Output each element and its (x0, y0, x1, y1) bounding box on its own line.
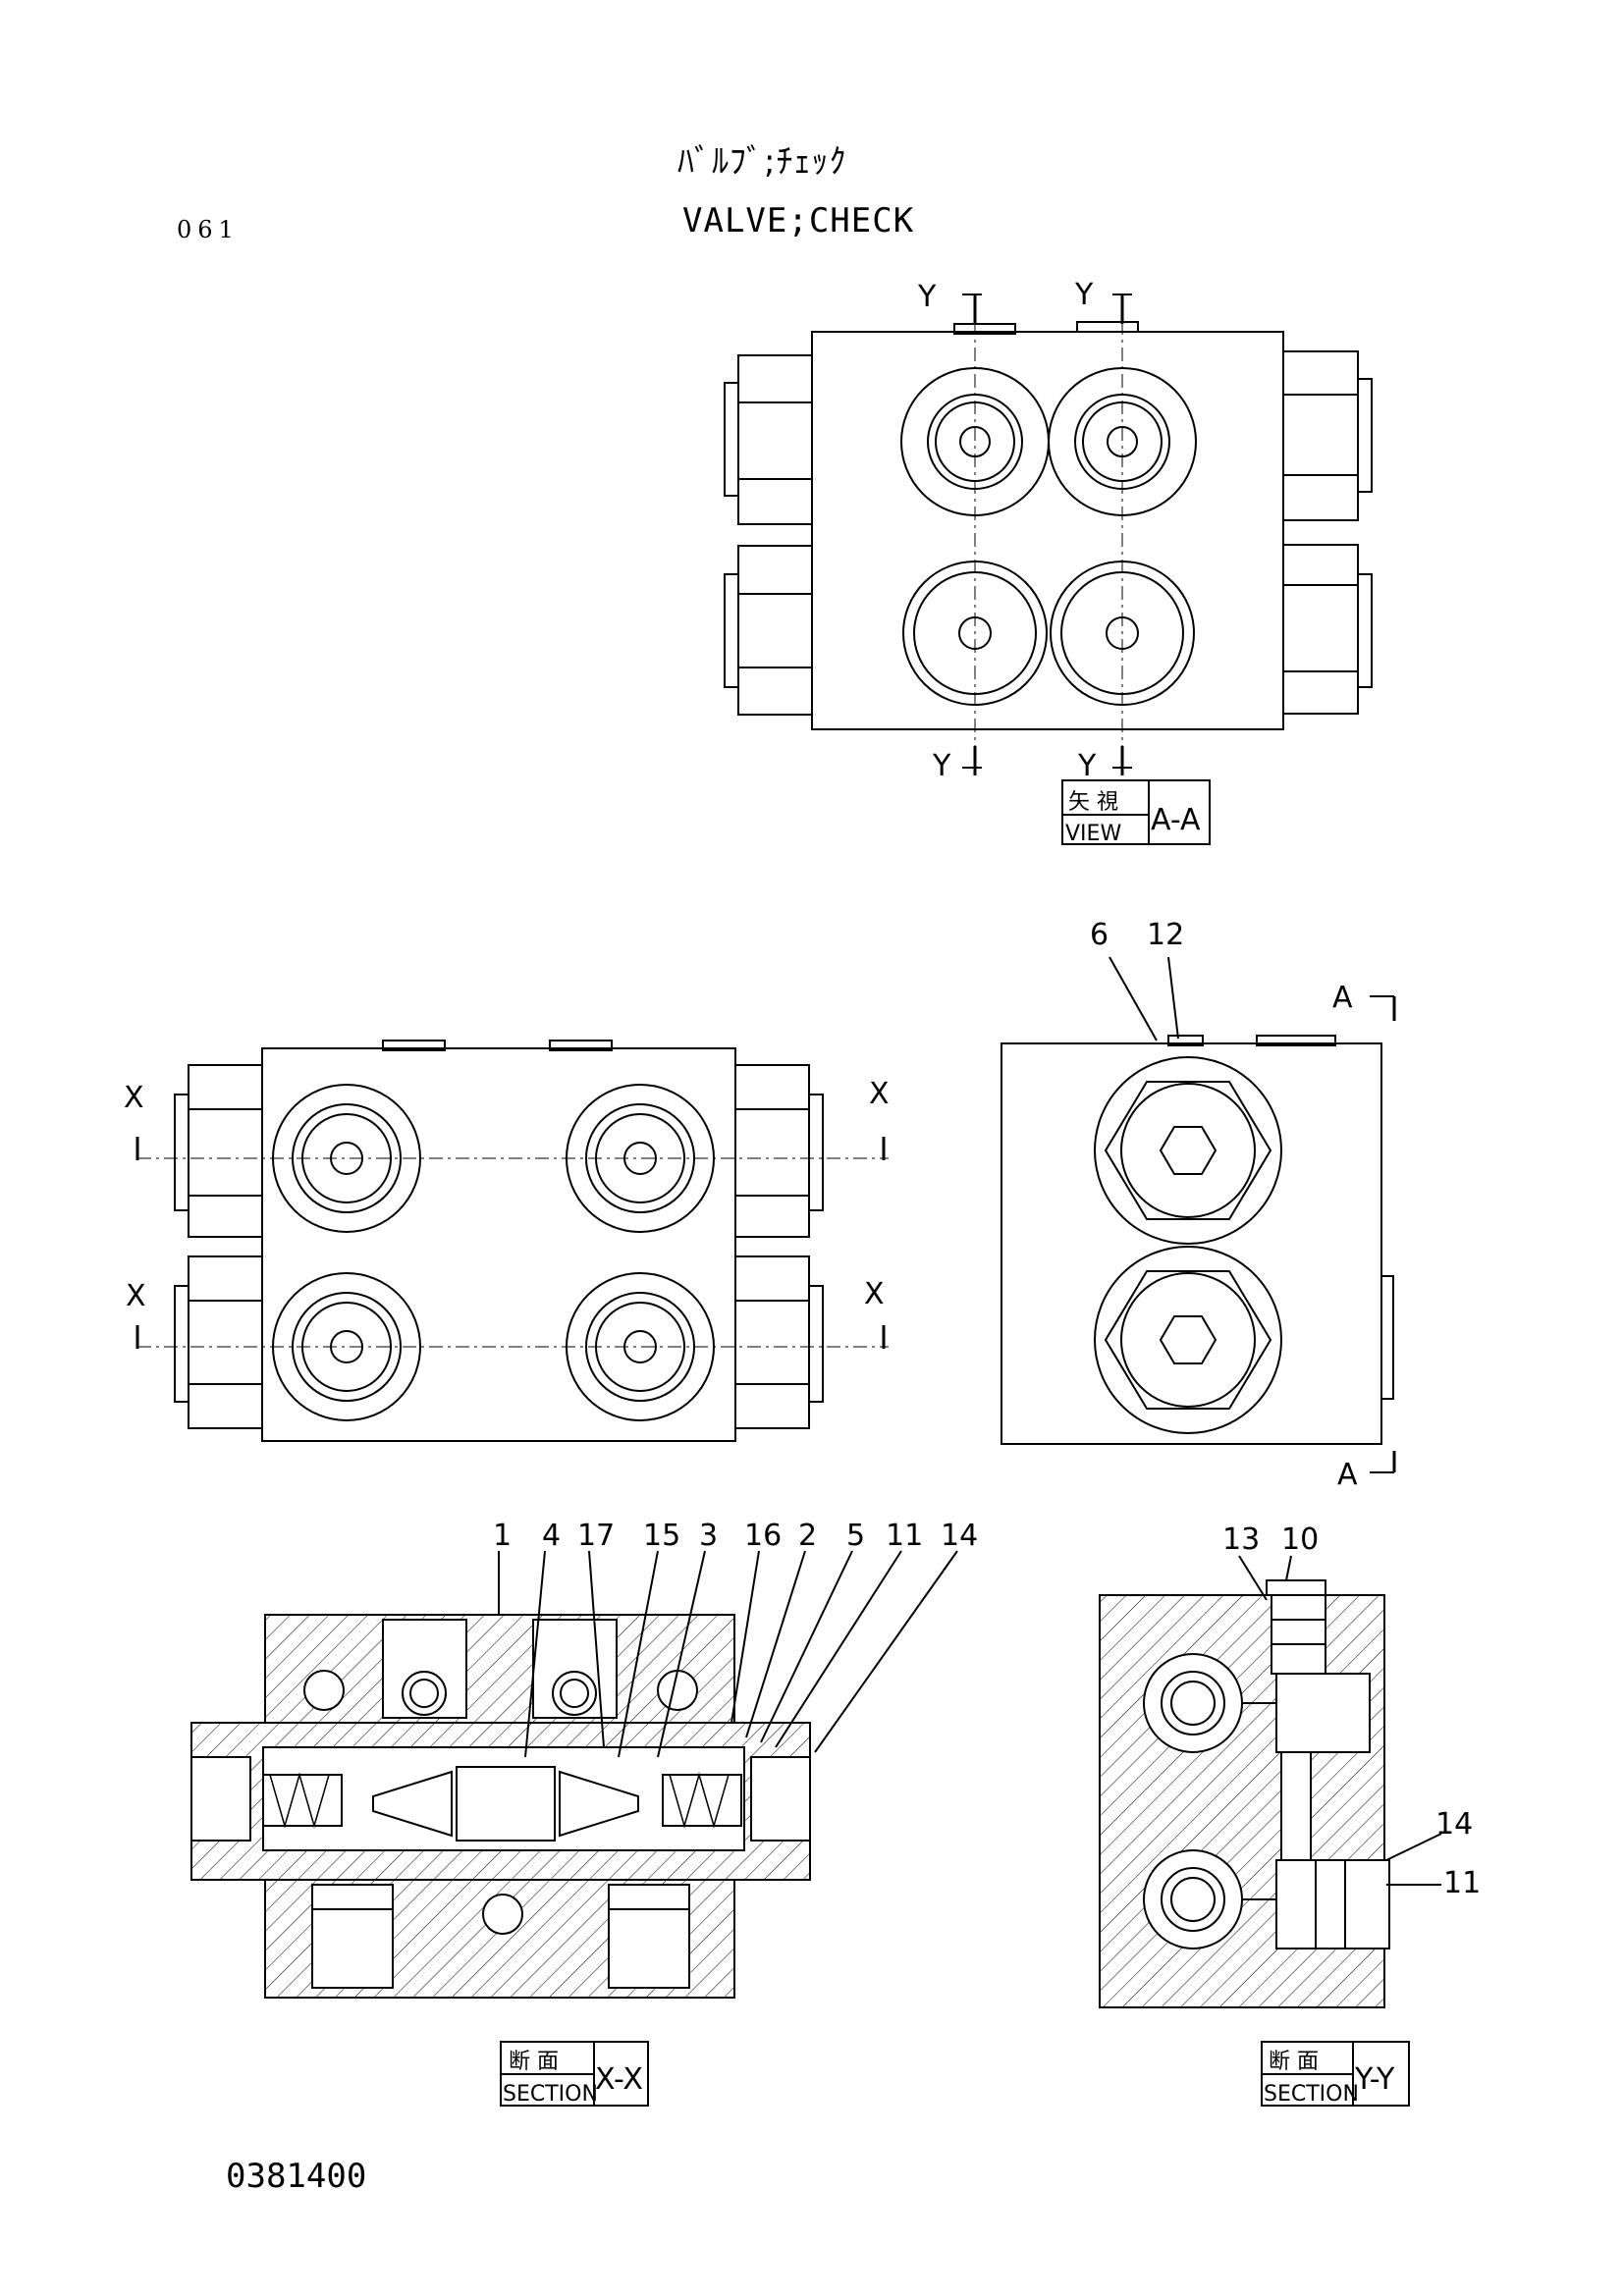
section-mark-y: Y (932, 749, 951, 783)
front-view-drawing: X X X X (124, 1040, 890, 1442)
part-label: 6 (1090, 918, 1109, 952)
part-label: 14 (1435, 1807, 1473, 1842)
section-xx-caption: 断 面 SECTION X-X (500, 2041, 649, 2107)
section-mark-y: Y (917, 280, 937, 314)
page-number: 061 (177, 216, 240, 243)
part-label: 12 (1147, 918, 1184, 952)
section-mark-x: X (864, 1277, 885, 1311)
view-mark-a: A (1332, 981, 1353, 1015)
drawing-title-japanese: ﾊﾞﾙﾌﾞ;ﾁｪｯｸ (677, 142, 847, 182)
section-mark-y: Y (1077, 749, 1097, 783)
part-label: 2 (798, 1519, 817, 1553)
section-xx-drawing: 1 4 17 15 3 16 2 5 11 14 断 面 SECTION X-X (190, 1519, 978, 2107)
part-label: 11 (1443, 1866, 1481, 1900)
drawing-title: VALVE;CHECK (682, 201, 915, 240)
part-label: 17 (577, 1519, 615, 1553)
part-label: 13 (1222, 1522, 1260, 1557)
section-yy-drawing: 13 10 14 11 断 面 SECTION Y-Y (1099, 1522, 1481, 2107)
part-label: 3 (699, 1519, 718, 1553)
view-aa-caption: 矢 視 VIEW A-A (1061, 779, 1211, 846)
section-caption-japanese: 断 面 (509, 2050, 559, 2074)
side-view-drawing: 6 12 A A (1001, 918, 1396, 1492)
view-aa-drawing: Y Y Y Y 矢 視 VIEW A-A (724, 278, 1373, 846)
part-label: 10 (1281, 1522, 1319, 1557)
section-mark-x: X (126, 1279, 146, 1313)
part-label: 11 (886, 1519, 923, 1553)
section-caption-japanese: 断 面 (1269, 2050, 1319, 2074)
section-mark-x: X (869, 1077, 890, 1111)
section-yy-caption: 断 面 SECTION Y-Y (1261, 2041, 1410, 2107)
part-label: 1 (493, 1519, 512, 1553)
view-caption-english: VIEW (1065, 822, 1121, 846)
section-caption-suffix: Y-Y (1354, 2062, 1395, 2097)
part-label: 15 (643, 1519, 680, 1553)
part-label: 5 (846, 1519, 865, 1553)
section-caption-english: SECTION (503, 2082, 598, 2107)
section-caption-suffix: X-X (595, 2062, 643, 2097)
view-caption-japanese: 矢 視 (1068, 790, 1118, 815)
view-caption-suffix: A-A (1151, 803, 1201, 837)
part-label: 16 (744, 1519, 782, 1553)
section-mark-x: X (124, 1081, 144, 1115)
section-mark-y: Y (1074, 278, 1094, 312)
section-caption-english: SECTION (1264, 2082, 1359, 2107)
part-label: 4 (542, 1519, 561, 1553)
part-label: 14 (941, 1519, 978, 1553)
view-mark-a: A (1337, 1458, 1358, 1492)
document-number: 0381400 (226, 2157, 367, 2196)
